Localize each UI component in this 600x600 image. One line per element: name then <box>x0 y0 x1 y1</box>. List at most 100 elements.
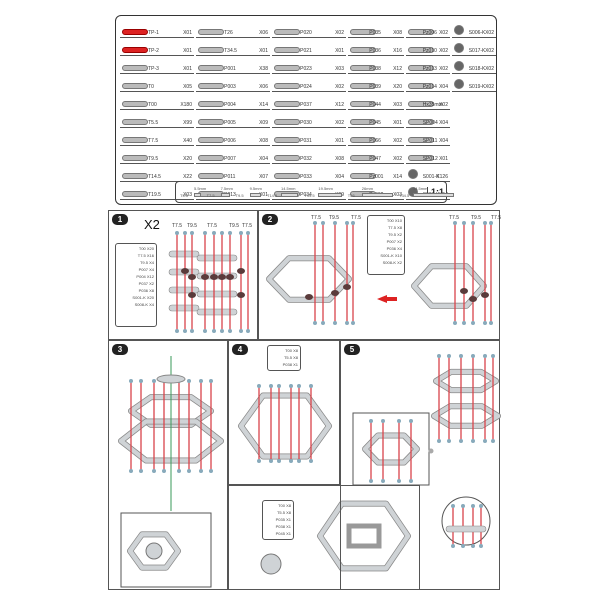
ruler-length-label: 19.5mm <box>318 186 333 191</box>
part-quantity: X05 <box>183 84 192 90</box>
legend-item: T00 X20 <box>138 246 154 251</box>
legend-item: T00 X8 <box>285 348 298 353</box>
ruler-length-bar <box>361 193 393 197</box>
part-icon <box>122 155 148 161</box>
part-icon <box>350 101 376 107</box>
screw-head <box>461 544 465 548</box>
part-quantity: X04 <box>439 138 448 144</box>
part-icon <box>198 155 224 161</box>
legend-item: P037 X2 <box>138 281 154 286</box>
ruler-length-bar <box>318 193 342 197</box>
screw-head <box>246 231 250 235</box>
legend-item: S008-K X2 <box>382 260 402 265</box>
screw-label: T9.5 <box>229 223 239 229</box>
screw-head <box>471 504 475 508</box>
part-code: S019-K <box>468 84 486 90</box>
ruler-screw-label: T26 <box>347 193 355 198</box>
part-quantity: X02 <box>335 30 344 36</box>
screw-head <box>462 221 466 225</box>
part-quantity: X01 <box>393 120 402 126</box>
part-code: P038 <box>369 66 381 72</box>
screw-head <box>257 459 261 463</box>
part-code: Pz014 <box>422 84 437 90</box>
screw-head <box>483 221 487 225</box>
part-code: P020 <box>300 30 312 36</box>
screw-label: T7.5 <box>351 215 361 221</box>
part-code: SP011 <box>422 138 438 144</box>
screw-label: T7.5 <box>242 223 252 229</box>
screw-label: T7.5 <box>491 215 501 221</box>
legend-item: S001-K X20 <box>132 295 154 300</box>
part-code: Pz013 <box>422 66 437 72</box>
nut <box>226 274 234 280</box>
part-code: P007 <box>224 156 236 162</box>
screw-head <box>203 329 207 333</box>
part-quantity: X99 <box>183 120 192 126</box>
detail-inset <box>120 512 212 588</box>
legend-item: T9.5 X2 <box>387 232 402 237</box>
beam-plate <box>196 254 238 262</box>
part-code: P004 <box>224 102 236 108</box>
screw-head <box>369 479 373 483</box>
screw-head <box>471 221 475 225</box>
part-code: T19.5 <box>148 192 161 198</box>
part-code: P033 <box>300 174 312 180</box>
ruler-screw-label: T14.5 <box>267 193 278 198</box>
ruler-screw-label: T7.5 <box>206 193 215 198</box>
screw-label: T7.5 <box>207 223 217 229</box>
screw-head <box>333 321 337 325</box>
screw-head <box>459 354 463 358</box>
legend-item: P036 X4 <box>386 246 402 251</box>
screw-head <box>447 439 451 443</box>
part-icon <box>122 191 148 197</box>
part-item: P033 X04 <box>272 166 346 182</box>
legend-item: T9.5 X4 <box>139 260 154 265</box>
ruler-length-bar <box>413 193 455 197</box>
part-code: P030 <box>300 120 312 126</box>
part-item: P020 X02 <box>272 22 346 38</box>
part-icon <box>122 83 148 89</box>
part-icon <box>350 83 376 89</box>
part-code: SP012 <box>422 156 438 162</box>
part-quantity: X06 <box>259 84 268 90</box>
nut <box>201 274 209 280</box>
screw-head <box>489 321 493 325</box>
step-number: 3 <box>112 344 128 355</box>
screw-head <box>183 329 187 333</box>
nut <box>469 296 477 302</box>
nut <box>188 292 196 298</box>
screw-head <box>187 469 191 473</box>
part-code: P021 <box>300 48 312 54</box>
screw-head <box>437 439 441 443</box>
part-quantity: X02 <box>393 138 402 144</box>
hex-frame-beam <box>317 501 411 571</box>
part-icon <box>454 43 464 53</box>
part-code: P035 <box>369 30 381 36</box>
screw-head <box>257 384 261 388</box>
part-quantity: X04 <box>335 174 344 180</box>
part-icon <box>274 65 300 71</box>
hex-frame-beam <box>266 255 352 303</box>
part-quantity: X126 <box>436 174 448 180</box>
step-number: 2 <box>262 214 278 225</box>
screw-head <box>381 419 385 423</box>
step-number: 1 <box>112 214 128 225</box>
step-3-panel: 3 <box>108 340 228 590</box>
screw-head <box>177 469 181 473</box>
screw-label: T7.5 <box>172 223 182 229</box>
screw-head <box>479 504 483 508</box>
part-icon <box>454 79 464 89</box>
